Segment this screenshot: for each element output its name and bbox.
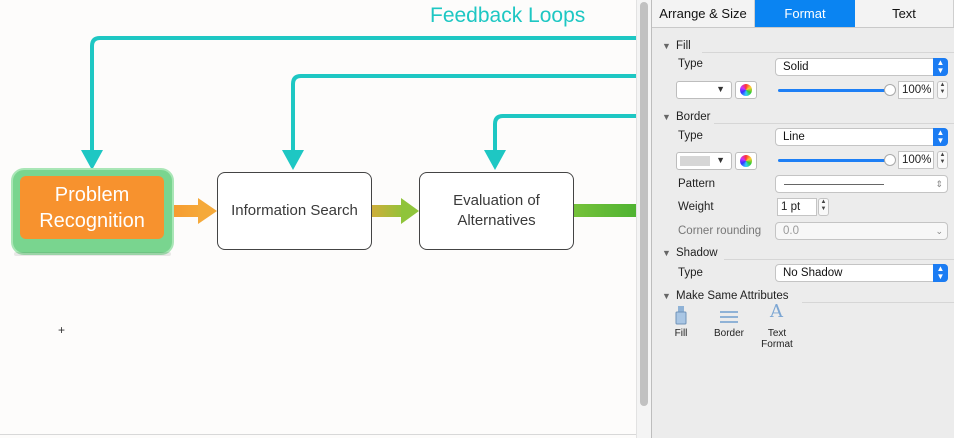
fill-opacity-knob[interactable] (884, 84, 896, 96)
chevron-down-icon: ▼ (716, 84, 725, 94)
shadow-section-header[interactable]: ▼Shadow (662, 247, 718, 259)
select-chevrons-icon: ▲▼ (933, 264, 948, 282)
color-wheel-icon (740, 84, 752, 96)
fill-opacity-field[interactable]: 100% (898, 81, 934, 99)
information-search-label: Information Search (231, 202, 358, 219)
scrollbar-thumb[interactable] (640, 2, 648, 406)
feedback-arrowhead-1 (81, 150, 103, 170)
problem-recognition-label: Problem Recognition (39, 183, 145, 232)
same-text-format-button[interactable]: A Text Format (757, 301, 797, 351)
fill-opacity-slider[interactable] (778, 89, 890, 92)
same-fill-button[interactable]: Fill (661, 306, 701, 339)
select-chevrons-icon: ▲▼ (933, 128, 948, 146)
fill-type-label: Type (678, 58, 703, 70)
letter-a-icon: A (770, 301, 783, 322)
weight-label: Weight (678, 201, 714, 213)
border-type-select[interactable]: Line ▲▼ (775, 128, 948, 146)
border-section-header[interactable]: ▼Border (662, 111, 711, 123)
border-color-well[interactable]: ▼ (676, 152, 732, 170)
vertical-scrollbar[interactable] (637, 0, 651, 438)
flow-arrow-2-head (401, 198, 419, 224)
evaluation-label: Evaluation of Alternatives (453, 192, 540, 229)
corner-rounding-select[interactable]: 0.0 ⌄ (775, 222, 948, 240)
select-chevrons-icon: ⇕ (935, 179, 943, 189)
border-opacity-knob[interactable] (884, 154, 896, 166)
problem-recognition-node[interactable]: Problem Recognition (20, 176, 164, 239)
fill-type-select[interactable]: Solid ▲▼ (775, 58, 948, 76)
same-border-button[interactable]: Border (709, 306, 749, 339)
solid-line-pattern (784, 184, 884, 185)
inspector-tabs: Arrange & Size Format Text (652, 0, 954, 28)
border-opacity-slider[interactable] (778, 159, 890, 162)
section-divider (702, 52, 954, 53)
chevron-down-icon: ⌄ (935, 226, 943, 236)
shadow-type-label: Type (678, 267, 703, 279)
pattern-label: Pattern (678, 178, 716, 190)
information-search-node[interactable]: Information Search (217, 172, 372, 250)
fill-section-header[interactable]: ▼Fill (662, 40, 691, 52)
section-divider (724, 259, 954, 260)
chevron-down-icon: ▼ (716, 155, 725, 165)
section-divider (802, 302, 954, 303)
diagram-canvas[interactable]: Feedback Loops Problem Recognition Infor… (0, 0, 636, 438)
flow-arrow-1-head (198, 198, 217, 224)
section-divider (714, 123, 954, 124)
tab-text[interactable]: Text (855, 0, 954, 27)
flow-arrow-1-shaft (170, 205, 202, 217)
feedback-loops-title: Feedback Loops (430, 4, 586, 27)
flow-arrow-3-shaft (573, 204, 636, 217)
evaluation-node[interactable]: Evaluation of Alternatives (419, 172, 574, 250)
color-wheel-icon (740, 155, 752, 167)
feedback-loop-3 (493, 114, 636, 155)
border-lines-icon (709, 306, 749, 328)
feedback-arrowhead-3 (484, 150, 506, 170)
border-color-swatch (680, 156, 710, 166)
panel-divider (651, 0, 652, 438)
canvas-edge (636, 0, 637, 438)
shadow-type-select[interactable]: No Shadow ▲▼ (775, 264, 948, 282)
corner-rounding-label: Corner rounding (678, 225, 762, 237)
border-opacity-stepper[interactable]: ▲▼ (937, 151, 948, 169)
disclosure-triangle-icon: ▼ (662, 248, 671, 258)
tab-arrange-size[interactable]: Arrange & Size (652, 0, 755, 27)
same-attributes-section-header[interactable]: ▼Make Same Attributes (662, 290, 789, 302)
border-type-label: Type (678, 130, 703, 142)
tab-format[interactable]: Format (755, 0, 855, 27)
feedback-loop-2 (291, 74, 636, 155)
select-chevrons-icon: ▲▼ (933, 58, 948, 76)
disclosure-triangle-icon: ▼ (662, 291, 671, 301)
crosshair-cursor-icon: + (58, 323, 66, 337)
fill-opacity-stepper[interactable]: ▲▼ (937, 81, 948, 99)
format-inspector: Arrange & Size Format Text ▼Fill Type So… (652, 0, 954, 438)
fill-color-well[interactable]: ▼ (676, 81, 732, 99)
weight-stepper[interactable]: ▲▼ (818, 198, 829, 216)
border-color-picker-button[interactable] (735, 152, 757, 170)
feedback-loop-1 (90, 36, 636, 155)
disclosure-triangle-icon: ▼ (662, 112, 671, 122)
pattern-select[interactable]: ⇕ (775, 175, 948, 193)
disclosure-triangle-icon: ▼ (662, 41, 671, 51)
weight-field[interactable]: 1 pt (777, 198, 817, 216)
flow-arrow-2-shaft (371, 205, 405, 217)
fill-color-picker-button[interactable] (735, 81, 757, 99)
border-opacity-field[interactable]: 100% (898, 151, 934, 169)
feedback-arrowhead-2 (282, 150, 304, 170)
paint-bucket-icon (661, 306, 701, 328)
canvas-bottom-edge (0, 434, 636, 435)
